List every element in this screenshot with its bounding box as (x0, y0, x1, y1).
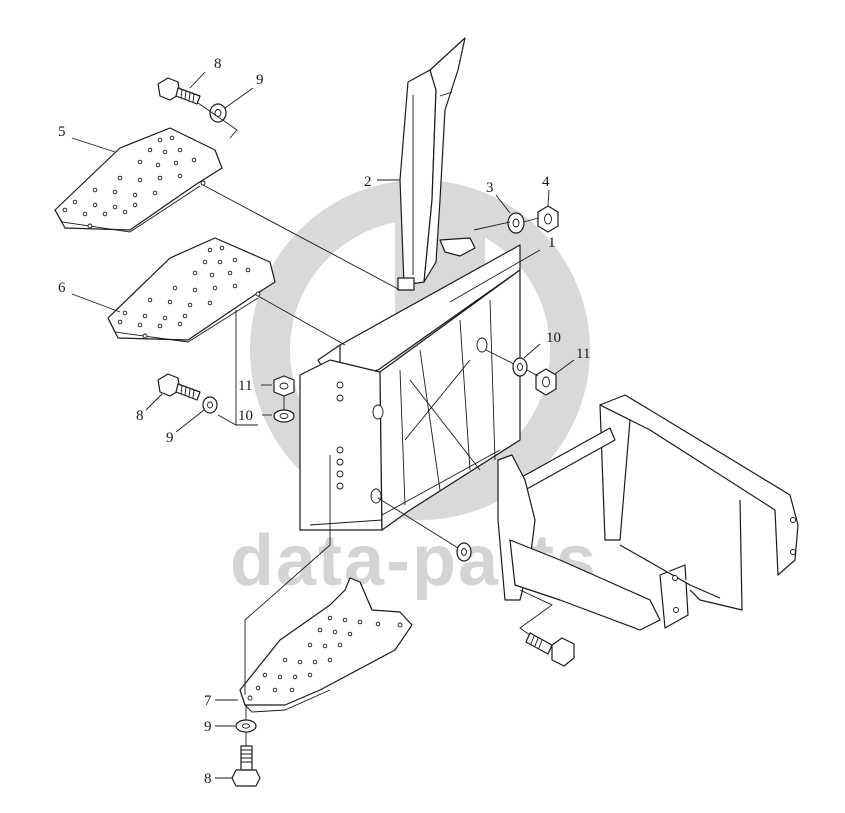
bolt-8-bottom (231, 745, 261, 787)
washer-10-left (273, 409, 295, 423)
nut-4 (537, 205, 559, 233)
frame-assembly (497, 394, 799, 631)
callout-9-bottom: 9 (204, 719, 212, 735)
part-2-lever (397, 37, 466, 291)
callout-8-bottom: 8 (204, 771, 212, 787)
part-5-step (54, 127, 223, 233)
washer-10-right (512, 357, 528, 377)
callout-3: 3 (486, 180, 494, 196)
washer-9-top (209, 103, 227, 123)
part-7-step (239, 577, 413, 713)
callout-9-top: 9 (256, 72, 264, 88)
callout-11-right: 11 (576, 346, 590, 362)
callout-9-middle: 9 (166, 430, 174, 446)
callout-6: 6 (58, 280, 66, 296)
washer-3 (507, 212, 525, 234)
leader-lines (71, 71, 575, 779)
part-1-bracket (299, 237, 521, 531)
nut-11-left (273, 375, 295, 397)
washer-9-middle (202, 396, 218, 414)
part-6-step (107, 237, 276, 343)
callout-1: 1 (548, 235, 556, 251)
callout-11-left: 11 (238, 378, 252, 394)
washer-9-bottom (235, 719, 257, 733)
bolt-lower-right (525, 632, 575, 667)
step-6-holes (117, 245, 261, 339)
callout-10-left: 10 (238, 408, 253, 424)
step-7-holes (247, 615, 403, 701)
callout-4: 4 (542, 174, 550, 190)
step-5-holes (62, 135, 206, 229)
callout-2: 2 (364, 174, 372, 190)
callout-labels: 8 9 5 2 3 4 1 6 10 11 11 10 8 9 7 9 8 (58, 56, 590, 787)
bolt-8-middle (157, 373, 201, 401)
callout-7: 7 (204, 693, 212, 709)
callout-5: 5 (58, 124, 66, 140)
bolt-8-top (157, 77, 201, 105)
nut-11-right (535, 368, 557, 396)
callout-8-top: 8 (214, 56, 222, 72)
callout-8-middle: 8 (136, 408, 144, 424)
callout-10-right: 10 (546, 330, 561, 346)
washer-lower-right (456, 542, 472, 562)
